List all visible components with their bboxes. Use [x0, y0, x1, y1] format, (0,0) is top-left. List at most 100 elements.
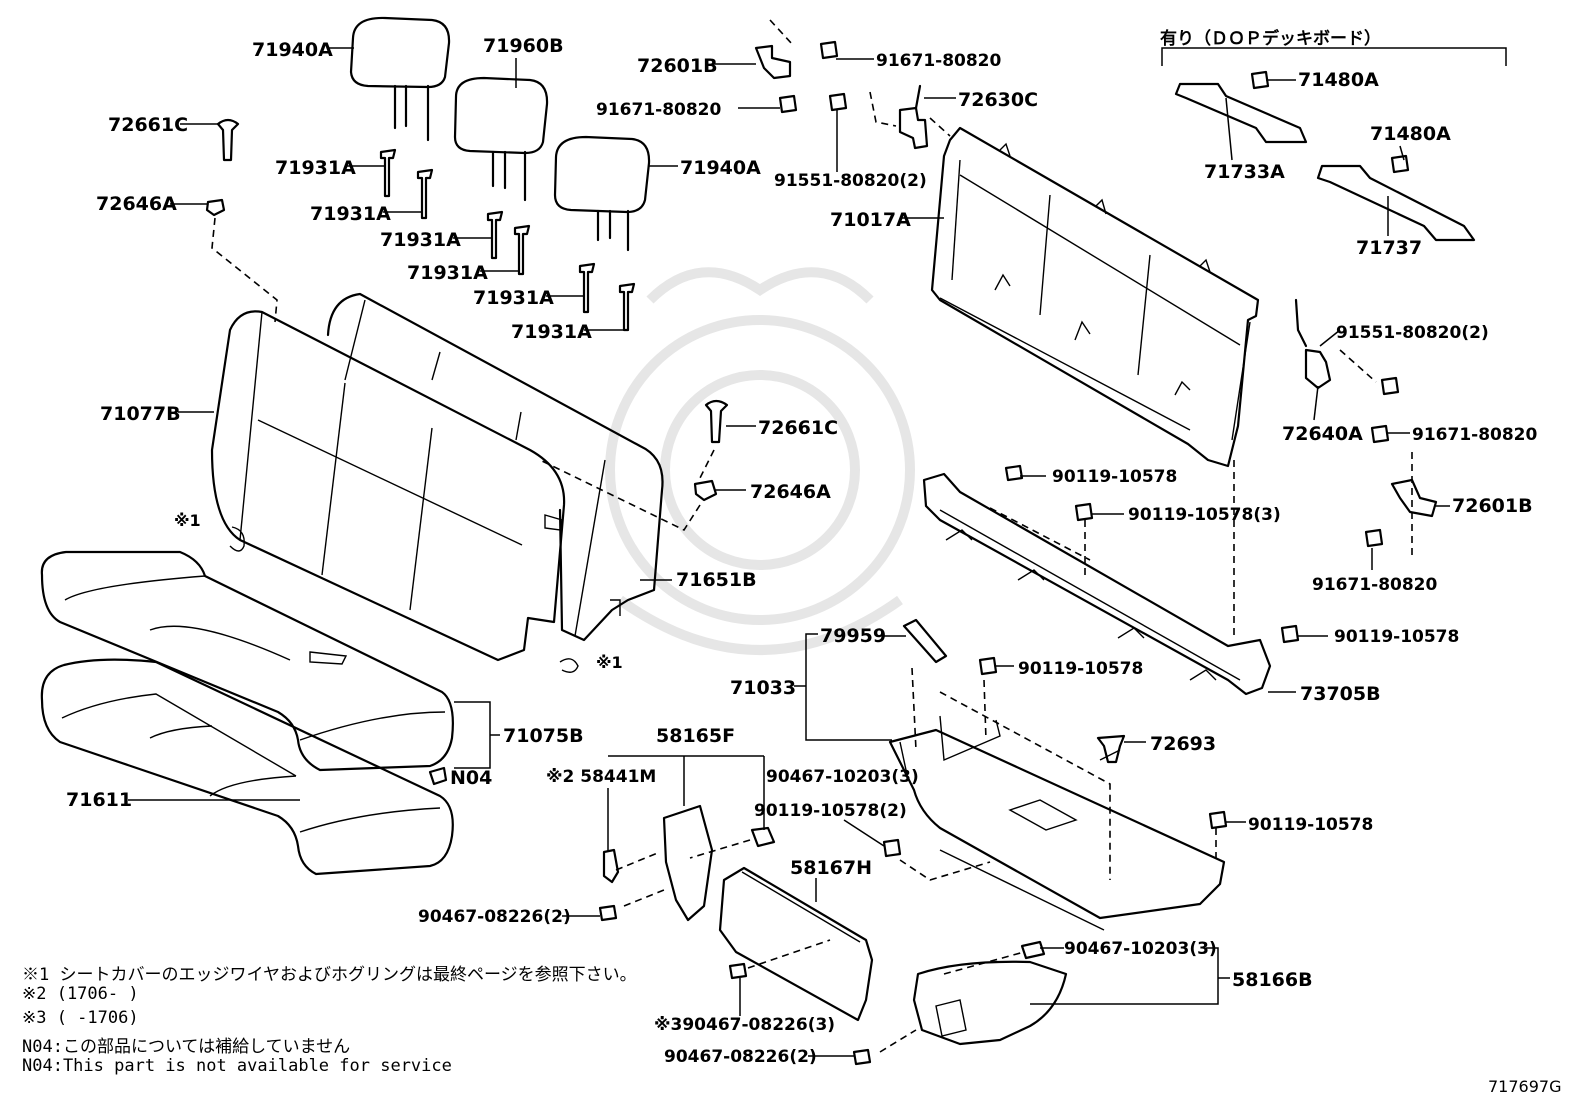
- callout-73705B: 73705B: [1300, 683, 1381, 705]
- callout-71075B: 71075B: [503, 725, 584, 747]
- callout-90119-10578: 90119-10578: [1248, 815, 1373, 835]
- bracket-71737: [1316, 164, 1476, 242]
- callout-90467-08226: 90467-08226(2): [664, 1047, 817, 1067]
- callout-90119-10578: 90119-10578(2): [754, 801, 907, 821]
- callout-79959: 79959: [820, 625, 886, 647]
- hog-ring-2: [559, 658, 579, 673]
- dash-line: [539, 459, 701, 532]
- dash-lines: [615, 19, 1413, 1053]
- callout-58166B: 58166B: [1232, 969, 1313, 991]
- callout-N04: N04: [450, 767, 492, 789]
- dash-line: [699, 449, 715, 479]
- clip-72693: [1096, 734, 1126, 764]
- callout-72646A: 72646A: [750, 481, 831, 503]
- note-2: ※2 (1706- ): [22, 984, 139, 1004]
- callout-90119-10578: 90119-10578: [1052, 467, 1177, 487]
- clip-N04: [428, 766, 448, 786]
- callout-72693: 72693: [1150, 733, 1216, 755]
- hinge-72640A: [1294, 298, 1332, 390]
- callout-91551-80820: 91551-80820(2): [1336, 323, 1489, 343]
- dash-line: [211, 217, 278, 323]
- callout-58167H: 58167H: [790, 857, 872, 879]
- note-n04-en: N04:This part is not available for servi…: [22, 1056, 452, 1076]
- callout-90119-10578: 90119-10578(3): [1128, 505, 1281, 525]
- clip-72646A-right: [693, 479, 718, 502]
- callout-91671-80820: 91671-80820: [876, 51, 1002, 71]
- clip-90467-10203-right: [1020, 940, 1046, 960]
- callout-90467-10203: 90467-10203(3): [766, 767, 919, 787]
- panel-58167H: [718, 866, 874, 1022]
- bolts: [598, 40, 1400, 1066]
- callout-58441M: ※2 58441M: [546, 767, 656, 787]
- callout-71931A: 71931A: [380, 229, 461, 251]
- callout-58165F: 58165F: [656, 725, 735, 747]
- callout-71017A: 71017A: [830, 209, 911, 231]
- callout-90119-10578: 90119-10578: [1018, 659, 1143, 679]
- callout-71931A: 71931A: [275, 157, 356, 179]
- ref-mark: ※1: [596, 653, 623, 672]
- frame-71017A: [930, 126, 1260, 468]
- hog-ring-1: [229, 526, 245, 552]
- option-header: 有り（ＤＯＰデッキボード）: [1160, 28, 1381, 49]
- callout-91671-80820: 91671-80820: [596, 100, 722, 120]
- leader-lines: [128, 47, 1450, 1057]
- callout-72601B: 72601B: [637, 55, 718, 77]
- callout-90467-08226: 90467-08226(2): [418, 907, 571, 927]
- callout-90119-10578: 90119-10578: [1334, 627, 1459, 647]
- callout-71931A: 71931A: [310, 203, 391, 225]
- callout-91671-80820: 91671-80820: [1412, 425, 1538, 445]
- callout-91551-80820: 91551-80820(2): [774, 171, 927, 191]
- lockbar-73705B: [922, 472, 1272, 696]
- frame-71033: [888, 715, 1226, 931]
- clip-90467-10203-left: [750, 826, 776, 848]
- bracket-71733A: [1174, 82, 1308, 144]
- cover-58165F: [662, 804, 714, 922]
- watermark: [605, 267, 915, 655]
- callout-71480A: 71480A: [1298, 69, 1379, 91]
- callout-71737: 71737: [1356, 237, 1422, 259]
- note-3: ※3 ( -1706): [22, 1008, 139, 1028]
- cover-58441M: [602, 848, 620, 884]
- callout-71931A: 71931A: [511, 321, 592, 343]
- callout-72601B: 72601B: [1452, 495, 1533, 517]
- hinge-72630C: [898, 84, 929, 150]
- clips-71480A: [1250, 70, 1410, 174]
- ref-mark: ※1: [174, 511, 201, 530]
- cover-58166B: [912, 960, 1068, 1046]
- callout-71931A: 71931A: [473, 287, 554, 309]
- callout-90467-10203: 90467-10203(3): [1064, 939, 1217, 959]
- callout-labels: 71940A 71960B 72661C 72646A 71931A 71931…: [66, 28, 1561, 1096]
- callout-90467-08226: ※390467-08226(3): [654, 1015, 835, 1035]
- callout-72661C: 72661C: [108, 114, 188, 136]
- bracket-72601B-right: [1390, 478, 1438, 518]
- callout-72646A: 72646A: [96, 193, 177, 215]
- pin-72661C-left: [216, 118, 240, 162]
- callout-71651B: 71651B: [676, 569, 757, 591]
- callout-71077B: 71077B: [100, 403, 181, 425]
- bracket-72601B-top: [754, 44, 792, 80]
- callout-71033: 71033: [730, 677, 796, 699]
- headrest-71940A-left: [349, 16, 451, 142]
- callout-71611: 71611: [66, 789, 132, 811]
- callout-72661C: 72661C: [758, 417, 838, 439]
- callout-72640A: 72640A: [1282, 423, 1363, 445]
- callout-71480A: 71480A: [1370, 123, 1451, 145]
- note-n04-ja: N04:この部品については補給していません: [22, 1037, 351, 1057]
- clip-72646A-left: [205, 198, 226, 217]
- seatback-71077B: [210, 310, 566, 662]
- callout-91671-80820: 91671-80820: [1312, 575, 1438, 595]
- headrest-71960B: [453, 76, 549, 202]
- callout-71931A: 71931A: [407, 262, 488, 284]
- callout-71940A: 71940A: [252, 39, 333, 61]
- callout-71960B: 71960B: [483, 35, 564, 57]
- drawing-code: 717697G: [1488, 1077, 1561, 1096]
- headrest-guides: [379, 148, 636, 332]
- callout-72630C: 72630C: [958, 89, 1038, 111]
- option-bracket-line: [1161, 47, 1507, 66]
- callout-71940A: 71940A: [680, 157, 761, 179]
- callout-71733A: 71733A: [1204, 161, 1285, 183]
- cushion-71075B: [40, 550, 454, 772]
- pin-72661C-right: [704, 399, 729, 444]
- note-1: ※1 シートカバーのエッジワイヤおよびホグリングは最終ページを参照下さい。: [22, 965, 637, 985]
